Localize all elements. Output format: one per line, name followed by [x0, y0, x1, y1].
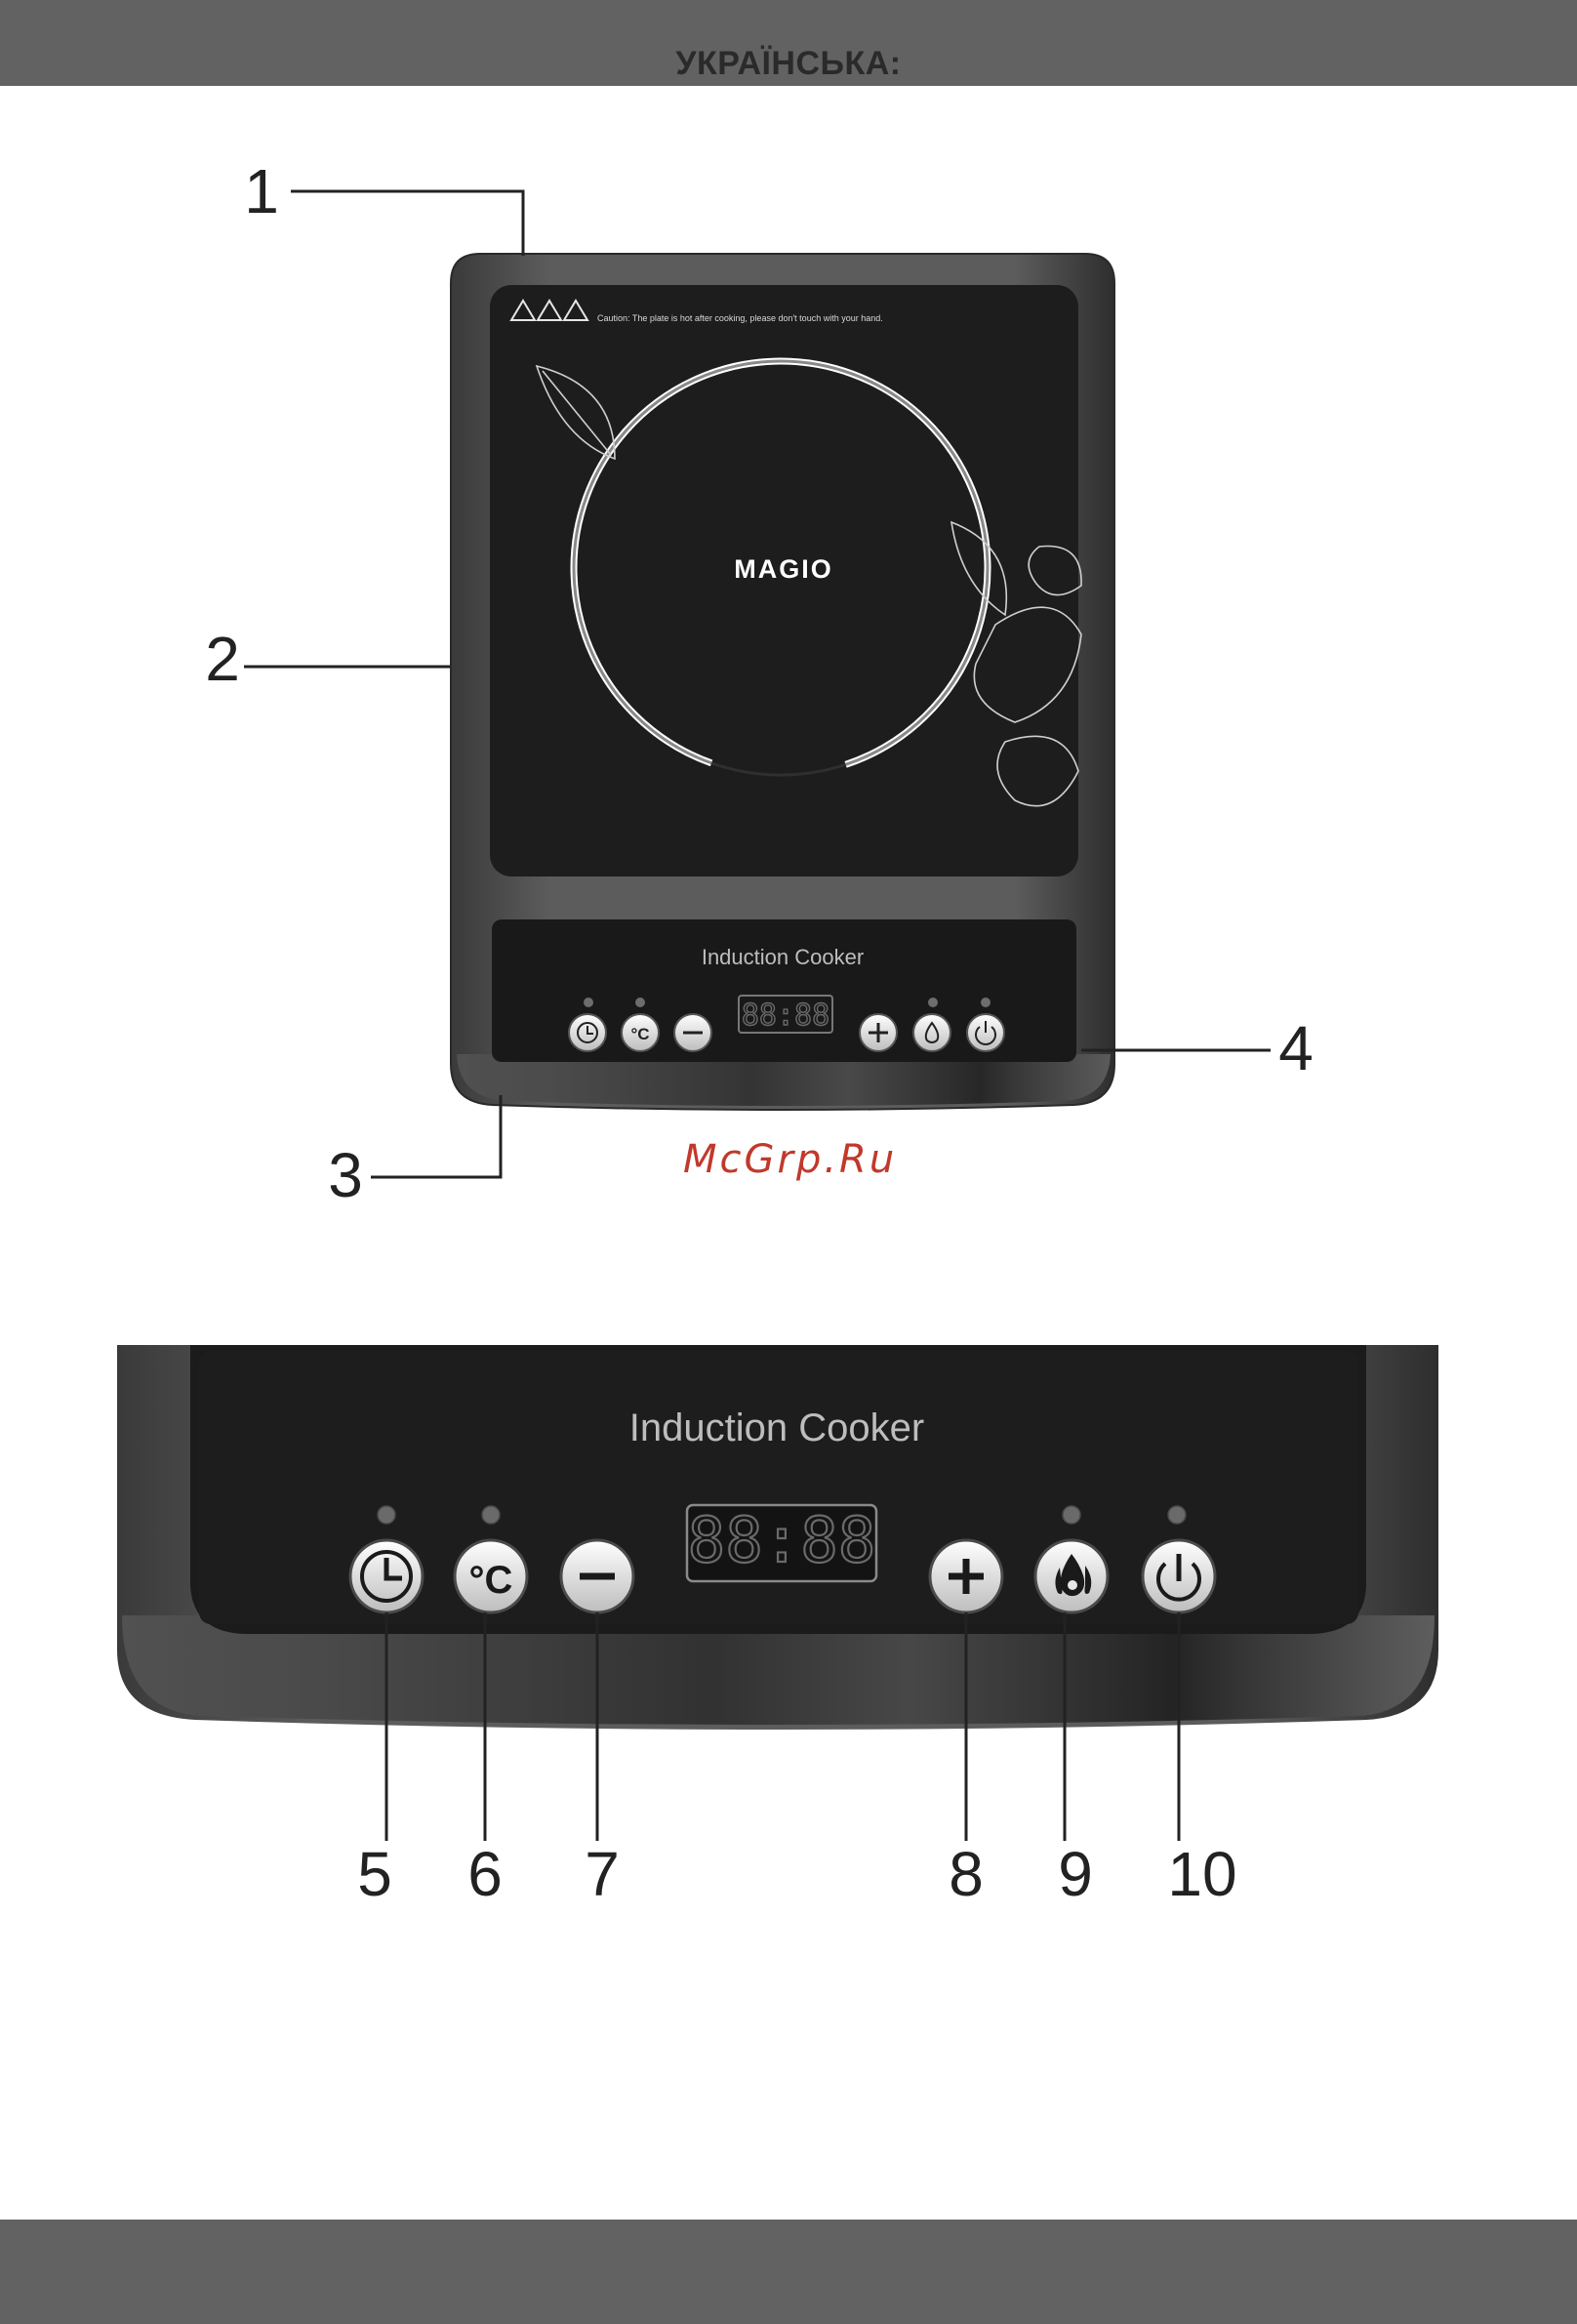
panel-title: Induction Cooker: [629, 1407, 924, 1449]
callout-9: 9: [1058, 1839, 1093, 1909]
callout-8: 8: [949, 1839, 984, 1909]
timer-led: [378, 1506, 395, 1524]
callout-2: 2: [205, 624, 240, 694]
control-panel-closeup: Induction Cooker 88:88: [117, 1345, 1438, 1730]
display-digits-small: 88:88: [742, 999, 829, 1033]
power-led: [1168, 1506, 1186, 1524]
temperature-led: [482, 1506, 500, 1524]
display-digits: 88:88: [688, 1505, 876, 1577]
caution-text: Caution: The plate is hot after cooking,…: [597, 313, 883, 323]
callout-4: 4: [1278, 1013, 1314, 1083]
svg-text:°C: °C: [630, 1025, 649, 1043]
cooker-top-view: Caution: The plate is hot after cooking,…: [451, 254, 1114, 1110]
callout-3: 3: [328, 1140, 363, 1210]
brand-logo: MAGIO: [734, 554, 833, 584]
callout-10: 10: [1167, 1839, 1236, 1909]
power-level-led: [1063, 1506, 1080, 1524]
callout-7: 7: [585, 1839, 620, 1909]
callout-5: 5: [357, 1839, 392, 1909]
panel-title-small: Induction Cooker: [702, 945, 864, 969]
callout-1: 1: [244, 156, 279, 226]
watermark-text: McGrp.Ru: [683, 1137, 897, 1182]
callout-6: 6: [467, 1839, 503, 1909]
temperature-icon: °C: [469, 1559, 513, 1602]
flame-icon[interactable]: [913, 1014, 950, 1051]
